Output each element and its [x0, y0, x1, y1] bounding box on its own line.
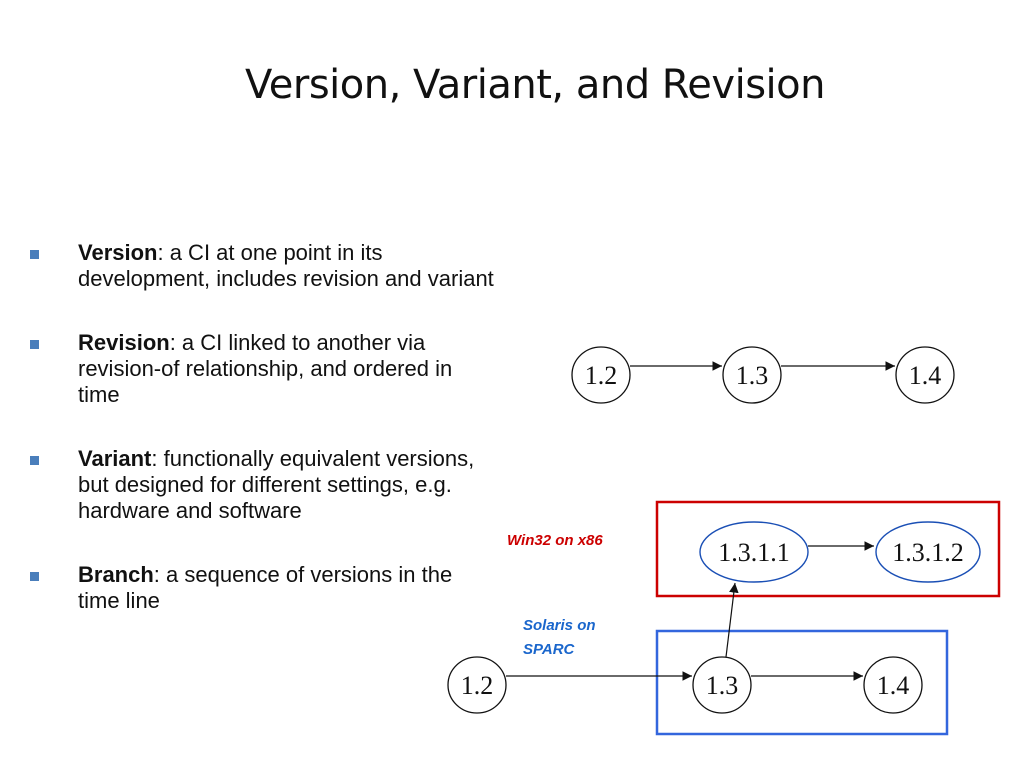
square-bullet-icon [30, 250, 39, 259]
version-node [895, 346, 955, 404]
bullet-branch: Branch: a sequence of versions in the ti… [28, 562, 498, 614]
branch-box-blue [655, 629, 949, 736]
bullet-term: Revision [78, 330, 170, 355]
variant-of-arrow [725, 582, 739, 658]
variant-node [875, 521, 981, 583]
version-node [692, 656, 752, 714]
bullet-revision: Revision: a CI linked to another via rev… [28, 330, 498, 408]
bullet-variant: Variant: functionally equivalent version… [28, 446, 498, 524]
version-node-label: 1.2 [461, 671, 494, 700]
branch-label-solaris: Solaris on SPARC [523, 617, 600, 658]
version-node-label: 1.4 [877, 671, 910, 700]
version-node-label: 1.3 [736, 361, 769, 390]
bullet-version: Version: a CI at one point in its develo… [28, 240, 498, 292]
variant-node [699, 521, 809, 583]
bullet-text: : a CI linked to another via revision-of… [78, 330, 453, 407]
version-node-label: 1.2 [585, 361, 618, 390]
bullet-term: Version [78, 240, 158, 265]
bullet-text: : functionally equivalent versions, but … [78, 446, 475, 523]
branch-label-line: SPARC [523, 641, 576, 658]
version-node [722, 346, 782, 404]
bullet-list: Version: a CI at one point in its develo… [28, 240, 498, 652]
square-bullet-icon [30, 572, 39, 581]
bottom-branch-row: 1.2 1.3 1.4 [447, 656, 923, 714]
version-node [447, 656, 507, 714]
version-node [571, 346, 631, 404]
bullet-term: Branch [78, 562, 154, 587]
variant-label-win32: Win32 on x86 [507, 532, 603, 549]
square-bullet-icon [30, 340, 39, 349]
square-bullet-icon [30, 456, 39, 465]
version-node-label: 1.4 [909, 361, 942, 390]
variant-box-red [655, 500, 1001, 598]
version-node [863, 656, 923, 714]
top-revision-row: 1.2 1.3 1.4 [571, 346, 955, 404]
slide-title: Version, Variant, and Revision [245, 62, 825, 108]
branch-label-line: Solaris on [523, 617, 596, 634]
variant-row: 1.3.1.1 1.3.1.2 [699, 521, 981, 583]
bullet-term: Variant [78, 446, 152, 471]
variant-node-label: 1.3.1.2 [892, 538, 964, 567]
bullet-text: : a CI at one point in its development, … [78, 240, 494, 291]
variant-node-label: 1.3.1.1 [718, 538, 790, 567]
version-node-label: 1.3 [706, 671, 739, 700]
bullet-text: : a sequence of versions in the time lin… [78, 562, 453, 613]
